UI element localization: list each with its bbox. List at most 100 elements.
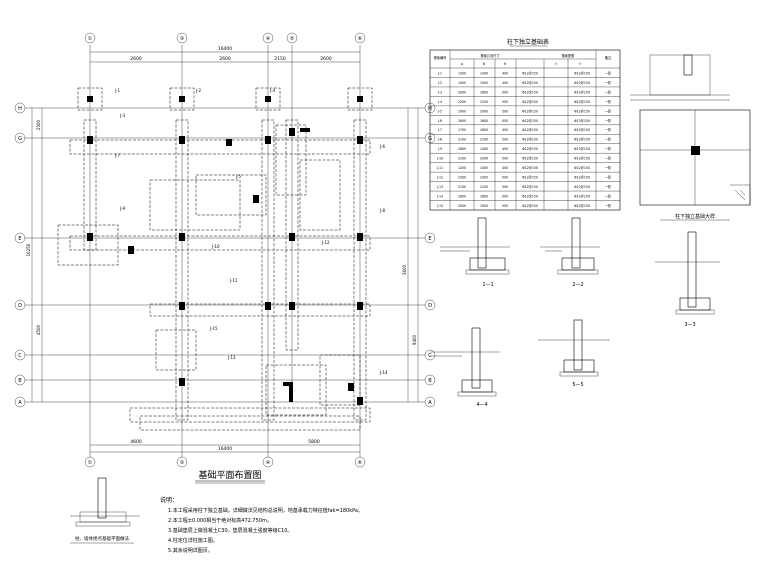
table-grid [430,50,620,210]
table-cell: 2100 [480,185,488,189]
footing-labels: J-1 J-2 J-3 J-4 J-5 J-6 J-7 J-8 J-9 J-10… [114,88,388,375]
dim-bottom: 16400 [218,446,232,452]
footing-table: 柱下独立基础表 基础编号 基础几何尺寸 基础配筋 备注 A B H ① ② J-… [429,38,621,211]
table-cell: 一阶 [605,127,612,132]
table-cell: Φ12@150 [522,138,538,142]
table-cell: 一阶 [605,194,612,199]
table-cell-id: J-9 [437,147,442,151]
dim-bottom: 4600 [130,439,142,445]
table-cell: 1000 [458,81,466,85]
table-cell: 一阶 [605,146,612,151]
table-cell: 1800 [480,90,488,94]
grid-right-label: B [428,378,432,384]
table-cell-id: J-3 [437,90,442,94]
table-cell: Φ12@150 [522,147,538,151]
table-cell: 2100 [458,157,466,161]
grid-bottom-label: ① [88,460,93,466]
detail-title: 柱下独立基础大样 [675,213,715,220]
table-cell: 2200 [458,100,466,104]
table-cell: 450 [502,119,508,123]
table-cell-id: J-5 [437,109,442,113]
table-cell: 2100 [480,138,488,142]
table-subhead: ① [555,62,558,66]
dim-segment: 2600 [219,56,231,62]
section-5-5: 5—5 [538,319,610,388]
table-cell: Φ12@150 [574,71,590,75]
sections: 1—1 2—2 3—3 4—4 [430,217,720,408]
table-cell: Φ12@150 [574,195,590,199]
table-cell: 1300 [480,71,488,75]
table-cell: 500 [502,204,508,208]
table-cell-id: J-1 [437,71,442,75]
table-cell: 2300 [480,176,488,180]
table-cell-id: J-11 [436,166,443,170]
dim-right: 9400 [412,334,417,345]
table-cell: 1200 [458,166,466,170]
table-cell: Φ12@150 [574,176,590,180]
table-cell: 500 [502,109,508,113]
table-subhead: B [483,62,485,66]
grid-left-label: H [18,106,22,112]
table-cell-id: J-8 [437,138,442,142]
note-item: 1.本工程采用柱下独立基础，详细做法见结构总说明，地基承载力特征值fak=180… [168,507,363,514]
table-cell: 400 [502,166,508,170]
dim-segment: 2600 [130,56,142,62]
table-cell: 1600 [480,128,488,132]
table-cell: 500 [502,185,508,189]
notes: 说明： 1.本工程采用柱下独立基础，详细做法见结构总说明，地基承载力特征值fak… [160,496,363,554]
table-cell: Φ12@150 [574,138,590,142]
table-cell: 450 [502,147,508,151]
table-cell: 一阶 [605,156,612,161]
dim-left: 2500 [36,119,41,130]
grid-left-label: B [18,378,22,384]
footing-label: J-2 [195,88,201,93]
dim-left: 4500 [36,324,41,335]
table-cell: 1300 [458,71,466,75]
table-cell-id: J-6 [437,119,442,123]
grid-left-label: G [18,136,22,142]
table-subhead: A [461,62,464,66]
table-cell: Φ12@150 [522,128,538,132]
table-cell: 2000 [458,90,466,94]
table-subhead: H [504,62,507,66]
table-cell: 一阶 [605,203,612,208]
section-4-4: 4—4 [430,327,500,408]
table-cell: 500 [502,100,508,104]
dimensions-top: 16400 2600 2600 2150 2600 [90,46,360,63]
table-cell: Φ12@150 [574,157,590,161]
table-cell: 1400 [480,147,488,151]
table-cell: Φ12@150 [574,100,590,104]
note-item: 4.柱定位详柱施工图。 [168,537,218,544]
footing-label: J-11 [229,278,238,283]
footing-label: J-13 [227,355,236,360]
table-cell: 2100 [458,185,466,189]
grid-top-label: ① [88,36,93,42]
table-cell: 1000 [480,81,488,85]
table-cell: 一阶 [605,175,612,180]
grid-top: ① ③ ④ ⑤ ⑥ [84,32,366,400]
table-cell-id: J-12 [436,176,443,180]
table-head: 备注 [605,55,612,60]
dim-overall-top: 16400 [218,46,232,52]
table-cell: 2300 [458,176,466,180]
footing-label: J-10 [211,244,220,249]
table-cell: 1600 [458,119,466,123]
table-cell: 1900 [480,204,488,208]
grid-right-label: E [428,236,431,242]
note-item: 2.本工程±0.000相当于绝对标高472.750m。 [168,517,272,524]
table-cell: Φ12@150 [574,166,590,170]
dim-left: 16250 [26,243,31,256]
table-cell: Φ12@150 [522,176,538,180]
dimensions-sides: 2500 16250 4500 3600 9400 [26,108,419,402]
table-cell: 1600 [480,119,488,123]
table-cell: 500 [502,157,508,161]
table-cell: 一阶 [605,70,612,75]
table-cell: 500 [502,138,508,142]
section-label: 2—2 [572,282,583,288]
table-cell: Φ12@150 [522,185,538,189]
table-cell: 1800 [458,195,466,199]
footing-label: J-7 [114,153,120,158]
foundation-plan: ① ③ ④ ⑤ ⑥ 16400 2600 2600 2150 2600 [14,32,436,484]
table-cell: 1800 [480,195,488,199]
